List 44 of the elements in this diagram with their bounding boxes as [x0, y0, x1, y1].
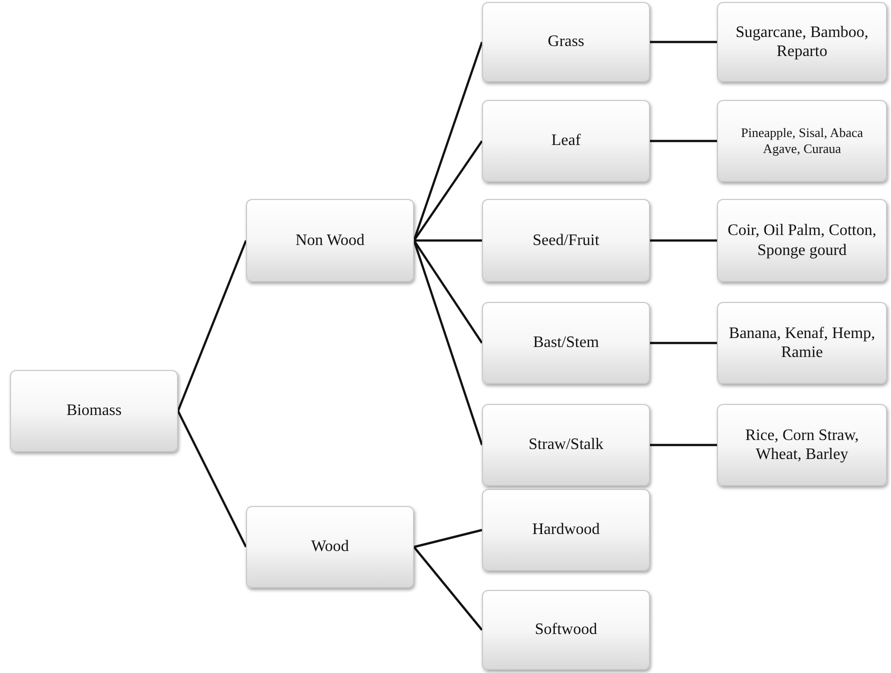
category-box [717, 2, 887, 82]
connector-line [412, 42, 484, 241]
category-box [246, 506, 414, 588]
connector-line [650, 444, 717, 446]
connector-line [176, 240, 248, 412]
box-text: Biomass [66, 401, 122, 421]
connector-line [650, 342, 717, 344]
box-text: Pineapple, Sisal, Abaca Agave, Curaua [740, 125, 864, 157]
box-text: Rice, Corn Straw, Wheat, Barley [744, 426, 860, 464]
connector-line [413, 240, 483, 344]
connector-line [650, 140, 717, 142]
category-box [10, 370, 178, 452]
box-text: Softwood [534, 620, 598, 640]
box-text: Seed/Fruit [532, 230, 600, 250]
category-box [717, 302, 887, 384]
connector-line [650, 40, 717, 44]
category-box [482, 590, 650, 670]
category-box [717, 404, 887, 486]
box-text: Hardwood [532, 520, 600, 540]
category-box [482, 2, 650, 82]
box-text: Straw/Stalk [528, 435, 604, 455]
category-box [482, 199, 650, 282]
connector-line [650, 239, 717, 242]
box-text: Leaf [551, 131, 581, 151]
connector-line [177, 410, 247, 548]
category-box [717, 100, 887, 182]
box-text: Wood [311, 537, 349, 557]
connector-line [413, 546, 483, 631]
box-text: Sugarcane, Bamboo, Reparto [734, 22, 870, 62]
connector-line [412, 240, 484, 446]
connector-line [414, 239, 482, 242]
category-box [717, 199, 887, 282]
box-text: Non Wood [295, 230, 365, 250]
category-box [482, 302, 650, 384]
category-box [482, 100, 650, 182]
connector-line [414, 528, 482, 548]
category-box [246, 199, 414, 282]
box-text: Grass [548, 32, 584, 52]
category-box [482, 489, 650, 571]
connector-line [413, 140, 483, 242]
box-text: Coir, Oil Palm, Cotton, Sponge gourd [726, 221, 878, 260]
box-text: Banana, Kenaf, Hemp, Ramie [728, 324, 876, 362]
category-box [482, 404, 650, 486]
box-text: Bast/Stem [533, 333, 599, 353]
